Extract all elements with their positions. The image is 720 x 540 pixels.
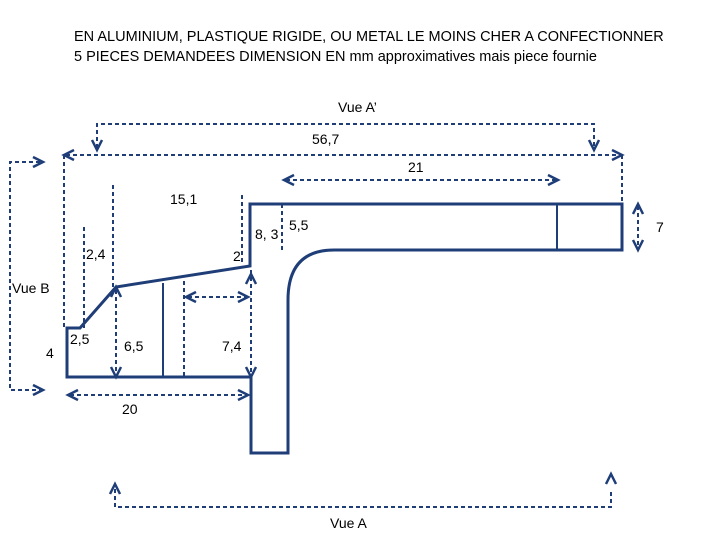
header-line-1: EN ALUMINIUM, PLASTIQUE RIGIDE, OU METAL…: [74, 29, 664, 45]
arrow-head: [237, 290, 251, 304]
vue-b-bracket: [9, 161, 40, 391]
vue-a-bracket: [114, 489, 612, 508]
header-line-2: 5 PIECES DEMANDEES DIMENSION EN mm appro…: [74, 49, 597, 65]
mid-height-label: 6,5: [124, 338, 144, 354]
arrow-head: [65, 388, 79, 402]
arrow-head: [281, 173, 295, 187]
arrow-head: [631, 239, 645, 253]
arrow-head: [631, 201, 645, 215]
step-length-label: 15,1: [170, 191, 197, 207]
arrow-head: [604, 471, 618, 485]
header: EN ALUMINIUM, PLASTIQUE RIGIDE, OU METAL…: [74, 27, 664, 67]
arrow-head: [587, 139, 601, 153]
arrow-head: [32, 383, 46, 397]
total-length-label: 56,7: [312, 131, 339, 147]
step-rise-label: 2: [233, 248, 241, 264]
arrow-head: [244, 271, 258, 285]
arm-height-label: 7: [656, 219, 664, 235]
arrow-head: [32, 155, 46, 169]
arrow-head: [237, 388, 251, 402]
arrow-head: [547, 173, 561, 187]
incline-rise-label: 2,4: [86, 246, 106, 262]
right-height-label: 7,4: [222, 338, 242, 354]
arm-length-label: 21: [408, 159, 424, 175]
vue-b-label: Vue B: [12, 280, 50, 296]
arrow-head: [109, 366, 123, 380]
part-outline: [65, 202, 624, 455]
arrow-head: [90, 139, 104, 153]
vue-a-label: Vue A: [330, 515, 368, 531]
base-length-label: 20: [122, 401, 138, 417]
left-height-label: 4: [46, 345, 54, 361]
vue-a-prime-bracket: [96, 123, 595, 148]
post-offset-label: 5,5: [289, 217, 309, 233]
left-step-label: 2,5: [70, 331, 90, 347]
arrow-head: [244, 366, 258, 380]
vue-a-prime-label: Vue A’: [338, 99, 377, 115]
post-width-label: 8, 3: [255, 226, 279, 242]
arrow-head: [109, 284, 123, 298]
arrow-head: [183, 290, 197, 304]
arrow-head: [108, 481, 122, 495]
